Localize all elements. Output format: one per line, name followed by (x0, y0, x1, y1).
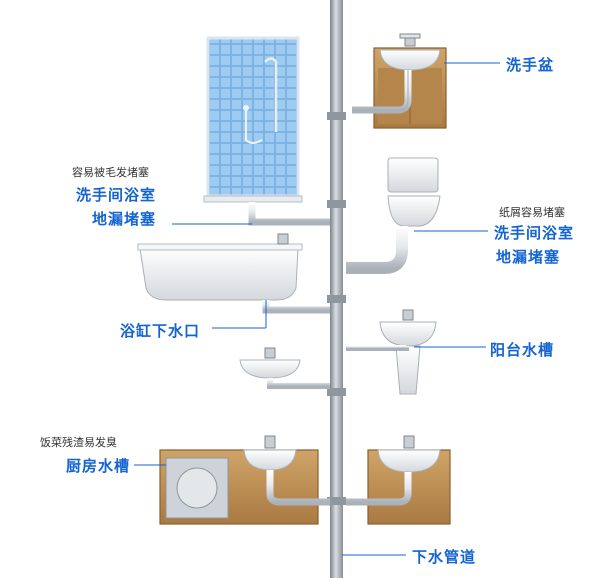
food-odor-note: 饭菜残渣易发臭 (40, 436, 117, 449)
shower-drain-label-line2: 地漏堵塞 (92, 210, 157, 228)
main-drain-pipe (327, 0, 346, 578)
small-basin (239, 347, 330, 389)
balcony-faucet-icon (402, 309, 414, 321)
kitchen-cabinet (159, 435, 330, 525)
shower-drain-label-line1: 洗手间浴室 (76, 186, 157, 204)
bathtub (137, 233, 330, 314)
hair-clog-note: 容易被毛发堵塞 (72, 166, 149, 179)
faucet-icon (399, 33, 421, 47)
right-kitchen-faucet-icon (403, 435, 415, 449)
right-kitchen-cabinet (346, 435, 451, 525)
bathtub-drain-label: 浴缸下水口 (120, 322, 201, 340)
balcony-sink (346, 309, 437, 395)
small-basin-faucet-icon (264, 347, 276, 359)
drain-pipe-label: 下水管道 (412, 548, 477, 566)
leader-lines (134, 62, 500, 556)
shower-stall (203, 36, 330, 226)
toilet-drain-label-line2: 地漏堵塞 (496, 248, 561, 266)
kitchen-sink-label: 厨房水槽 (66, 457, 131, 475)
paper-clog-note: 纸屑容易堵塞 (499, 206, 565, 219)
toilet-drain-label-line1: 洗手间浴室 (494, 224, 575, 242)
washbasin-cabinet (352, 33, 447, 129)
kitchen-faucet-icon (264, 435, 276, 449)
balcony-sink-label: 阳台水槽 (490, 341, 555, 359)
washbasin-label: 洗手盆 (506, 56, 555, 74)
toilet (346, 157, 441, 274)
bathtub-faucet-icon (277, 233, 289, 245)
